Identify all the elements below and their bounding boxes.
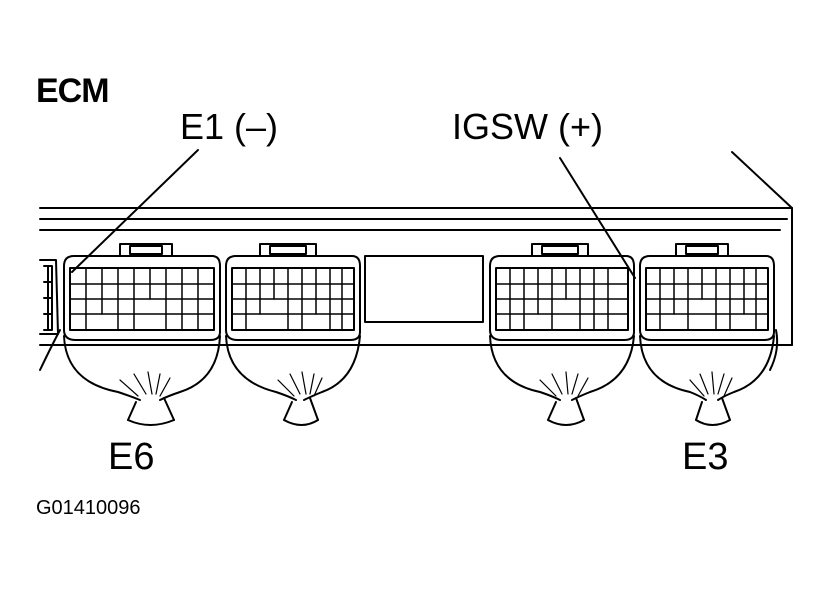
igsw-terminal-label: IGSW (+) — [452, 106, 603, 147]
harness-curve-right — [770, 330, 777, 370]
connector-e3-secondary — [490, 244, 634, 425]
ecm-title: ECM — [36, 72, 110, 110]
e1-leader-line — [72, 150, 198, 272]
e1-terminal-label: E1 (–) — [180, 106, 279, 147]
figure-code: G01410096 — [36, 497, 141, 519]
connector-e3 — [640, 244, 774, 425]
connector-e6-secondary — [226, 244, 360, 425]
connector-partial-left — [40, 260, 60, 370]
ecm-housing — [40, 152, 792, 345]
connector-e6 — [64, 244, 220, 425]
center-window — [365, 256, 483, 322]
e6-connector-label: E6 — [108, 436, 155, 478]
e3-connector-label: E3 — [682, 436, 729, 478]
igsw-leader-line — [560, 158, 635, 278]
